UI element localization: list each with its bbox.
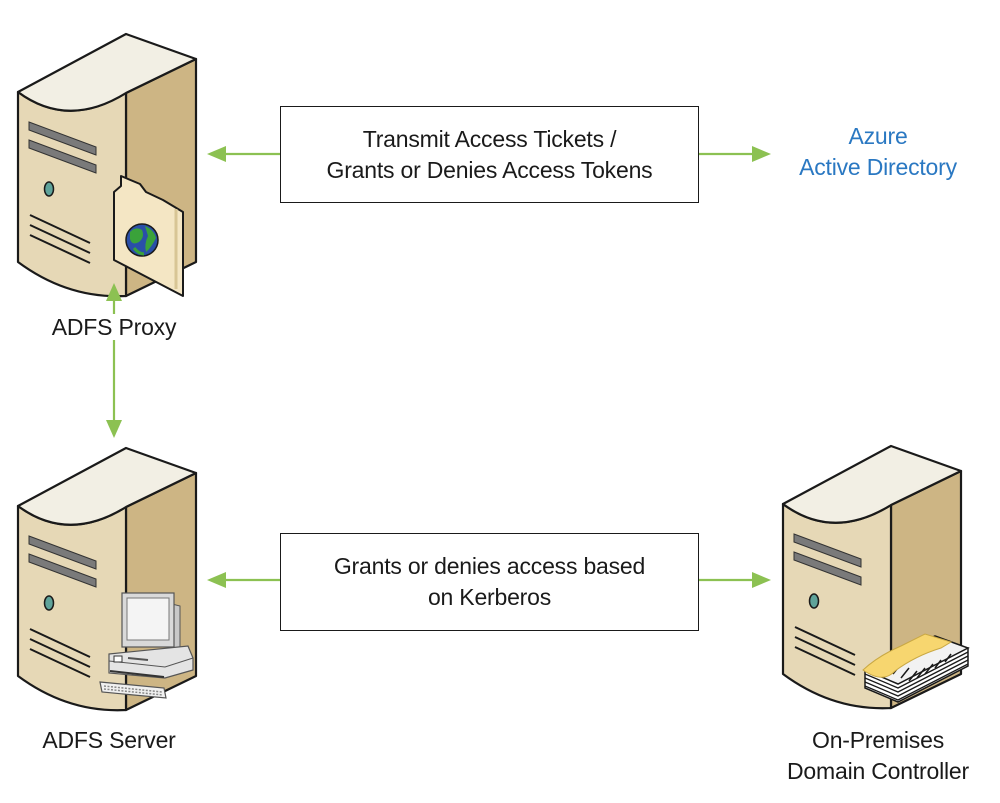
arrow-proxy-server [106,283,122,438]
edge-label-line: Grants or Denies Access Tokens [326,156,653,183]
edge-label-line: on Kerberos [427,584,552,610]
domain-controller-label-line: On-Premises [812,727,944,753]
azure-ad-label-line: Active Directory [799,154,957,180]
domain-controller-label: On-Premises Domain Controller [772,725,984,787]
arrow-server-dc [207,572,771,588]
arrow-head-down [106,420,122,438]
azure-ad-label: Azure Active Directory [780,121,976,183]
globe-folder-icon [113,175,184,297]
arrow-head-right [752,146,771,162]
adfs-proxy-server-icon [16,32,198,298]
arrow-proxy-azure [207,146,771,162]
edge-label-line: Grants or denies access based [333,553,646,579]
arrow-head-right [752,572,771,588]
edge-label-line: Transmit Access Tickets / [362,125,617,152]
workstation-icon [99,592,194,699]
adfs-proxy-label: ADFS Proxy [40,312,188,343]
adfs-proxy-label-text: ADFS Proxy [51,314,177,340]
arrow-head-left [207,146,226,162]
arrow-head-left [207,572,226,588]
azure-ad-label-line: Azure [848,123,908,149]
domain-controller-label-line: Domain Controller [787,758,969,784]
domain-controller-server-icon [781,444,970,710]
documents-stack-icon [862,633,970,703]
adfs-server-label: ADFS Server [30,725,188,756]
edge-label-server-dc: Grants or denies access based on Kerbero… [280,533,699,631]
edge-label-proxy-azure: Transmit Access Tickets / Grants or Deni… [280,106,699,203]
arrow-head-up [106,283,122,301]
adfs-server-label-text: ADFS Server [42,727,176,753]
adfs-server-icon [16,446,198,712]
